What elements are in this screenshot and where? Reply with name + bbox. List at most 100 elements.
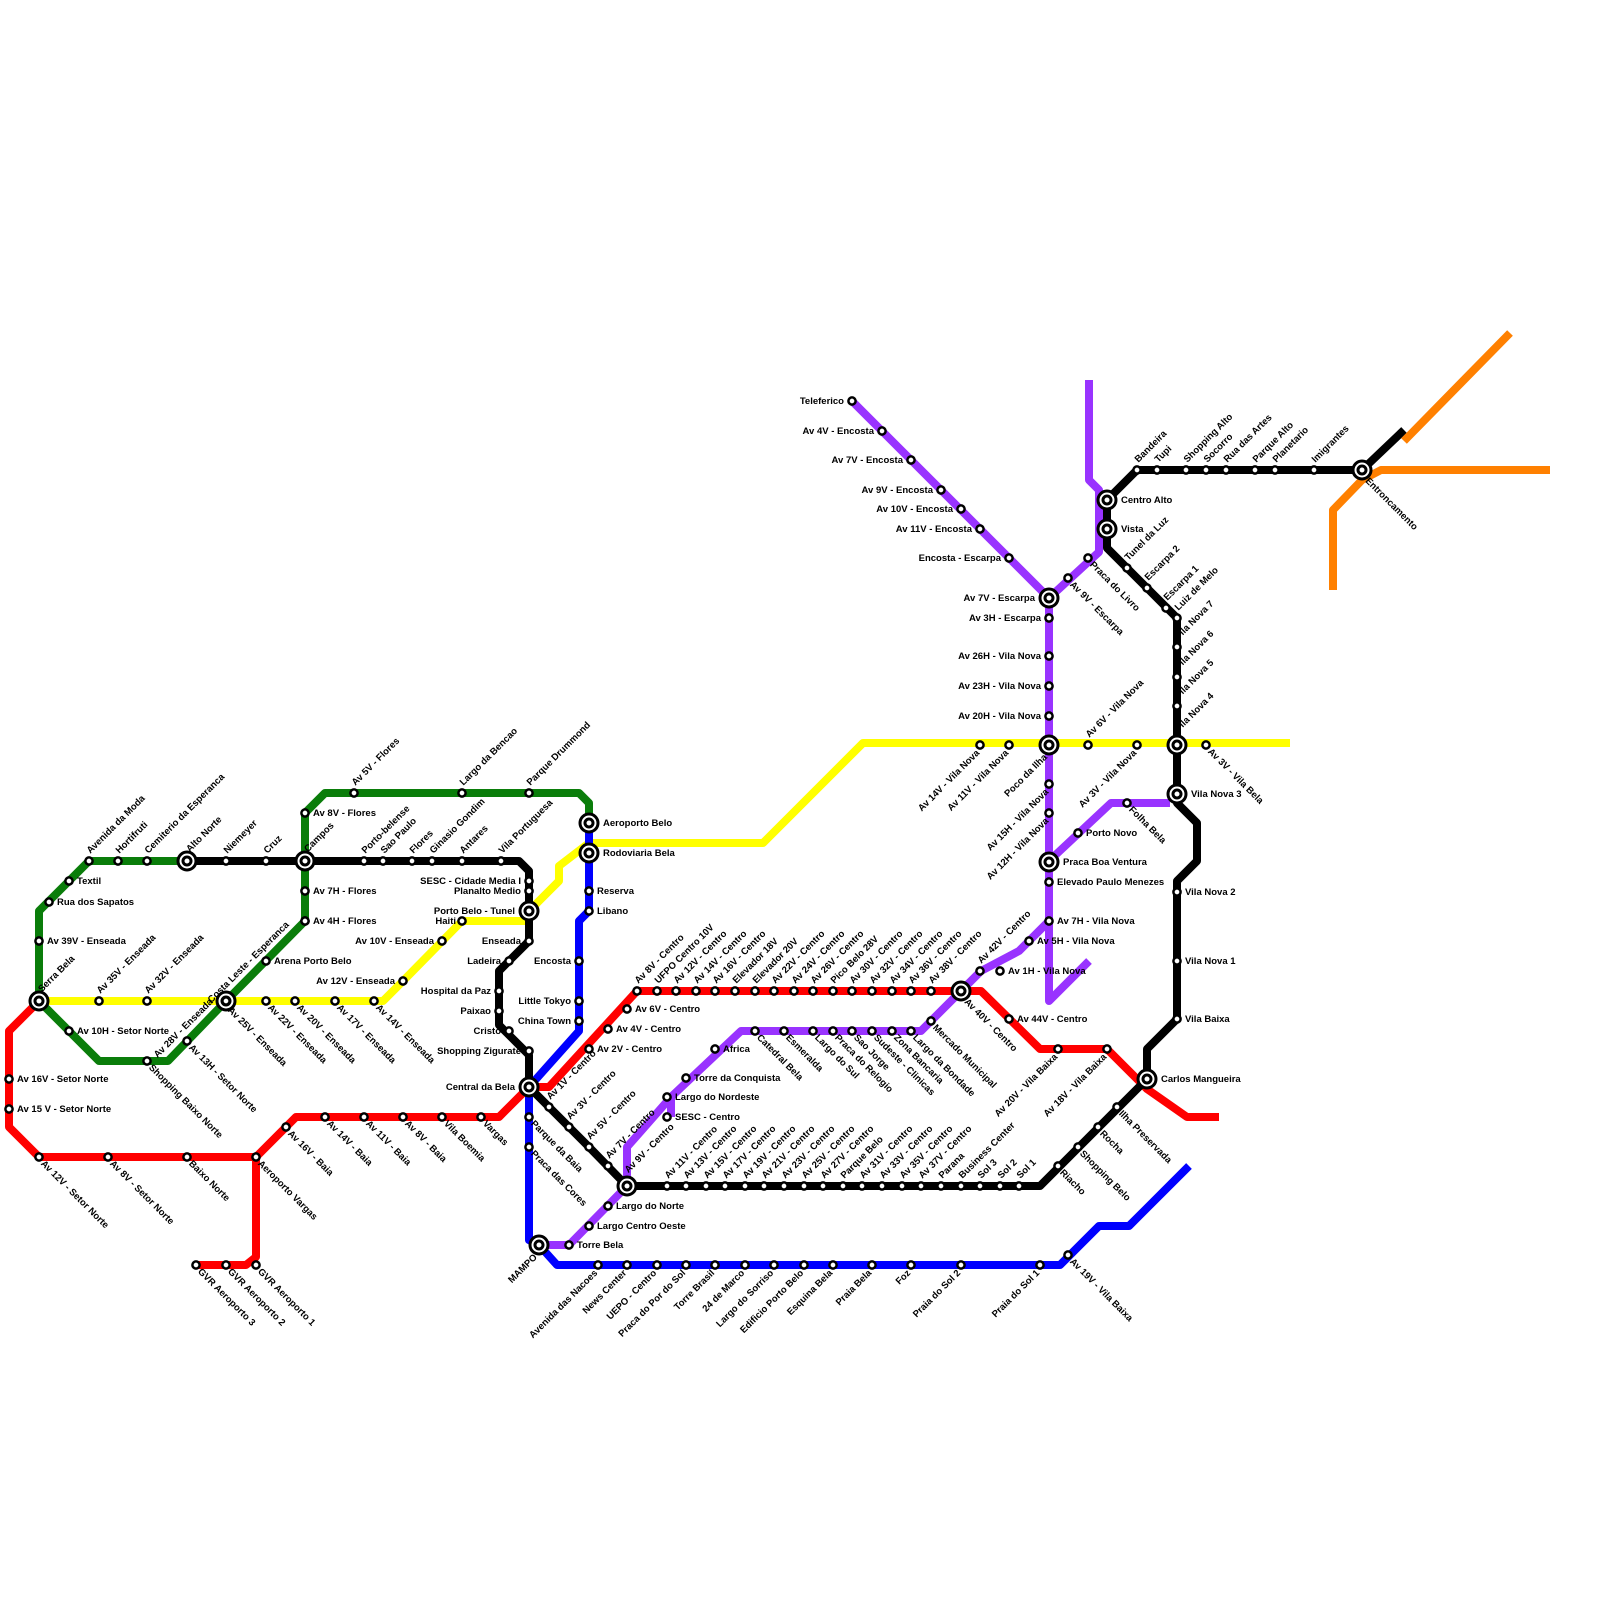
station-largo-da-bencao[interactable]: Largo da Bencao <box>458 726 520 797</box>
station-uepo-centro[interactable]: UEPO - Centro <box>605 1261 661 1322</box>
station-av-4v-encosta[interactable]: Av 4V - Encosta <box>803 426 886 437</box>
station-marker <box>282 1123 289 1130</box>
station-av-19v-vila-baixa[interactable]: Av 19V - Vila Baixa <box>1064 1251 1135 1324</box>
station-vila-nova-2[interactable]: Vila Nova 2 <box>1173 887 1235 898</box>
station-centro-alto[interactable]: Centro Alto <box>1098 491 1173 509</box>
station-label: Shopping Belo <box>1077 1148 1132 1203</box>
station-parque-drummond[interactable]: Parque Drummond <box>525 720 593 797</box>
station-av-16v-baia[interactable]: Av 16V - Baia <box>282 1123 335 1179</box>
station-av-7h-flores[interactable]: Av 7H - Flores <box>301 886 376 897</box>
station-aeroporto-belo[interactable]: Aeroporto Belo <box>580 814 672 832</box>
station-marker <box>252 1153 259 1160</box>
station-vila-nova-3[interactable]: Vila Nova 3 <box>1168 785 1242 803</box>
station-label: Aeroporto Vargas <box>255 1158 319 1222</box>
station-vila-baixa[interactable]: Vila Baixa <box>1173 1014 1230 1025</box>
station-marker <box>1173 957 1180 964</box>
station-av-39v-enseada[interactable]: Av 39V - Enseada <box>35 936 126 947</box>
station-libano[interactable]: Libano <box>585 906 628 917</box>
station-av-20h-vila-nova[interactable]: Av 20H - Vila Nova <box>958 711 1053 722</box>
station-av-5h-vila-nova[interactable]: Av 5H - Vila Nova <box>1025 936 1115 947</box>
station-label: Av 16V - Baia <box>285 1128 336 1179</box>
interchange-core <box>957 987 965 995</box>
station-planalto-medio[interactable]: Planalto Medio <box>454 886 533 897</box>
station-encosta-escarpa[interactable]: Encosta - Escarpa <box>919 553 1013 564</box>
station-av-10v-enseada[interactable]: Av 10V - Enseada <box>355 936 445 947</box>
station-av-7h-vila-nova[interactable]: Av 7H - Vila Nova <box>1045 916 1135 927</box>
station-vila-nova-1[interactable]: Vila Nova 1 <box>1173 956 1236 967</box>
station-torre-da-conquista[interactable]: Torre da Conquista <box>682 1073 781 1084</box>
station-china-town[interactable]: China Town <box>518 1016 583 1027</box>
station-vista[interactable]: Vista <box>1098 520 1144 538</box>
station-marker <box>565 1123 572 1130</box>
station-rocha[interactable]: Rocha <box>1094 1123 1126 1157</box>
station-marker <box>1094 1123 1101 1130</box>
interchange-core <box>525 907 533 915</box>
station-av-23h-vila-nova[interactable]: Av 23H - Vila Nova <box>958 681 1053 692</box>
station-sesc-centro[interactable]: SESC - Centro <box>663 1112 740 1123</box>
station-central-da-bela[interactable]: Central da Bela <box>446 1078 538 1096</box>
station-av-12v-enseada[interactable]: Av 12V - Enseada <box>316 976 406 987</box>
station-hospital-da-paz[interactable]: Hospital da Paz <box>421 986 503 997</box>
station-label: Paixao <box>460 1006 491 1017</box>
station-av-7v-encosta[interactable]: Av 7V - Encosta <box>832 455 915 466</box>
station-marker <box>604 1025 611 1032</box>
station-marker <box>819 1182 826 1189</box>
station-marker <box>878 1182 885 1189</box>
station-label: Sol 1 <box>1015 1157 1039 1181</box>
station-av-6v-centro[interactable]: Av 6V - Centro <box>623 1004 700 1015</box>
station-marker <box>222 1261 229 1268</box>
station-av-3h-escarpa[interactable]: Av 3H - Escarpa <box>969 613 1053 624</box>
station-av-26h-vila-nova[interactable]: Av 26H - Vila Nova <box>958 651 1053 662</box>
station-av-1h-vila-nova[interactable]: Av 1H - Vila Nova <box>996 966 1086 977</box>
station-largo-do-nordeste[interactable]: Largo do Nordeste <box>663 1092 759 1103</box>
station-av-15-v-setor-norte[interactable]: Av 15 V - Setor Norte <box>5 1104 111 1115</box>
station-haiti[interactable]: Haiti <box>435 916 465 927</box>
station-shopping-zigurate[interactable]: Shopping Zigurate <box>437 1046 533 1057</box>
station-marker <box>477 1113 484 1120</box>
station-marker <box>262 957 269 964</box>
station-aeroporto-vargas[interactable]: Aeroporto Vargas <box>252 1153 319 1222</box>
station-label: Praia do Sol 1 <box>990 1267 1043 1320</box>
station-textil[interactable]: Textil <box>65 876 101 887</box>
station-av-4h-flores[interactable]: Av 4H - Flores <box>301 916 376 927</box>
station-rua-dos-sapatos[interactable]: Rua dos Sapatos <box>45 897 134 908</box>
station-av-6v-vila-nova[interactable]: Av 6V - Vila Nova <box>1084 677 1147 748</box>
station-av-12v-setor-norte[interactable]: Av 12V - Setor Norte <box>35 1153 110 1231</box>
station-esquina-bela[interactable]: Esquina Bela <box>785 1261 836 1317</box>
station-av-44v-centro[interactable]: Av 44V - Centro <box>1005 1014 1087 1025</box>
station-ilha-preservada[interactable]: Ilha Preservada <box>1113 1103 1174 1166</box>
station-vila-portuguesa[interactable]: Vila Portuguesa <box>497 797 556 864</box>
station-av-7v-escarpa[interactable]: Av 7V - Escarpa <box>964 589 1058 607</box>
station-label: Baixo Norte <box>186 1158 231 1203</box>
station-elevado-paulo-menezes[interactable]: Elevado Paulo Menezes <box>1045 877 1164 888</box>
station-little-tokyo[interactable]: Little Tokyo <box>518 996 582 1007</box>
station-av-8v-setor-norte[interactable]: Av 8V - Setor Norte <box>104 1153 176 1227</box>
station-riacho[interactable]: Riacho <box>1054 1162 1087 1197</box>
lines-layer <box>9 333 1550 1265</box>
station-marker <box>35 1153 42 1160</box>
station-arena-porto-belo[interactable]: Arena Porto Belo <box>262 956 351 967</box>
station-av-11v-encosta[interactable]: Av 11V - Encosta <box>896 524 984 535</box>
station-label: Vargas <box>480 1118 510 1148</box>
station-av-16v-setor-norte[interactable]: Av 16V - Setor Norte <box>5 1074 108 1085</box>
station-marker <box>1045 917 1052 924</box>
station-marker <box>192 1261 199 1268</box>
station-praia-do-sol-2[interactable]: Praia do Sol 2 <box>911 1261 965 1320</box>
station-parque-da-baia[interactable]: Parque da Baia <box>525 1113 585 1175</box>
station-av-4v-centro[interactable]: Av 4V - Centro <box>604 1024 681 1035</box>
station-carlos-mangueira[interactable]: Carlos Mangueira <box>1138 1070 1241 1088</box>
station-largo-centro-oeste[interactable]: Largo Centro Oeste <box>585 1221 685 1232</box>
station-av-2v-centro[interactable]: Av 2V - Centro <box>585 1044 662 1055</box>
station-marker <box>5 1075 12 1082</box>
station-teleferico[interactable]: Teleferico <box>800 396 856 407</box>
station-praia-do-sol-1[interactable]: Praia do Sol 1 <box>990 1261 1044 1320</box>
station-av-9v-encosta[interactable]: Av 9V - Encosta <box>862 485 945 496</box>
station-shopping-belo[interactable]: Shopping Belo <box>1074 1143 1132 1203</box>
station-praca-boa-ventura[interactable]: Praca Boa Ventura <box>1040 853 1148 871</box>
station-av-10v-encosta[interactable]: Av 10V - Encosta <box>876 504 964 515</box>
station-av-5v-flores[interactable]: Av 5V - Flores <box>350 736 402 797</box>
station-av-8v-flores[interactable]: Av 8V - Flores <box>301 808 376 819</box>
station-largo-do-norte[interactable]: Largo do Norte <box>604 1201 684 1212</box>
station-av-10h-setor-norte[interactable]: Av 10H - Setor Norte <box>65 1026 169 1037</box>
station-marker <box>252 1261 259 1268</box>
